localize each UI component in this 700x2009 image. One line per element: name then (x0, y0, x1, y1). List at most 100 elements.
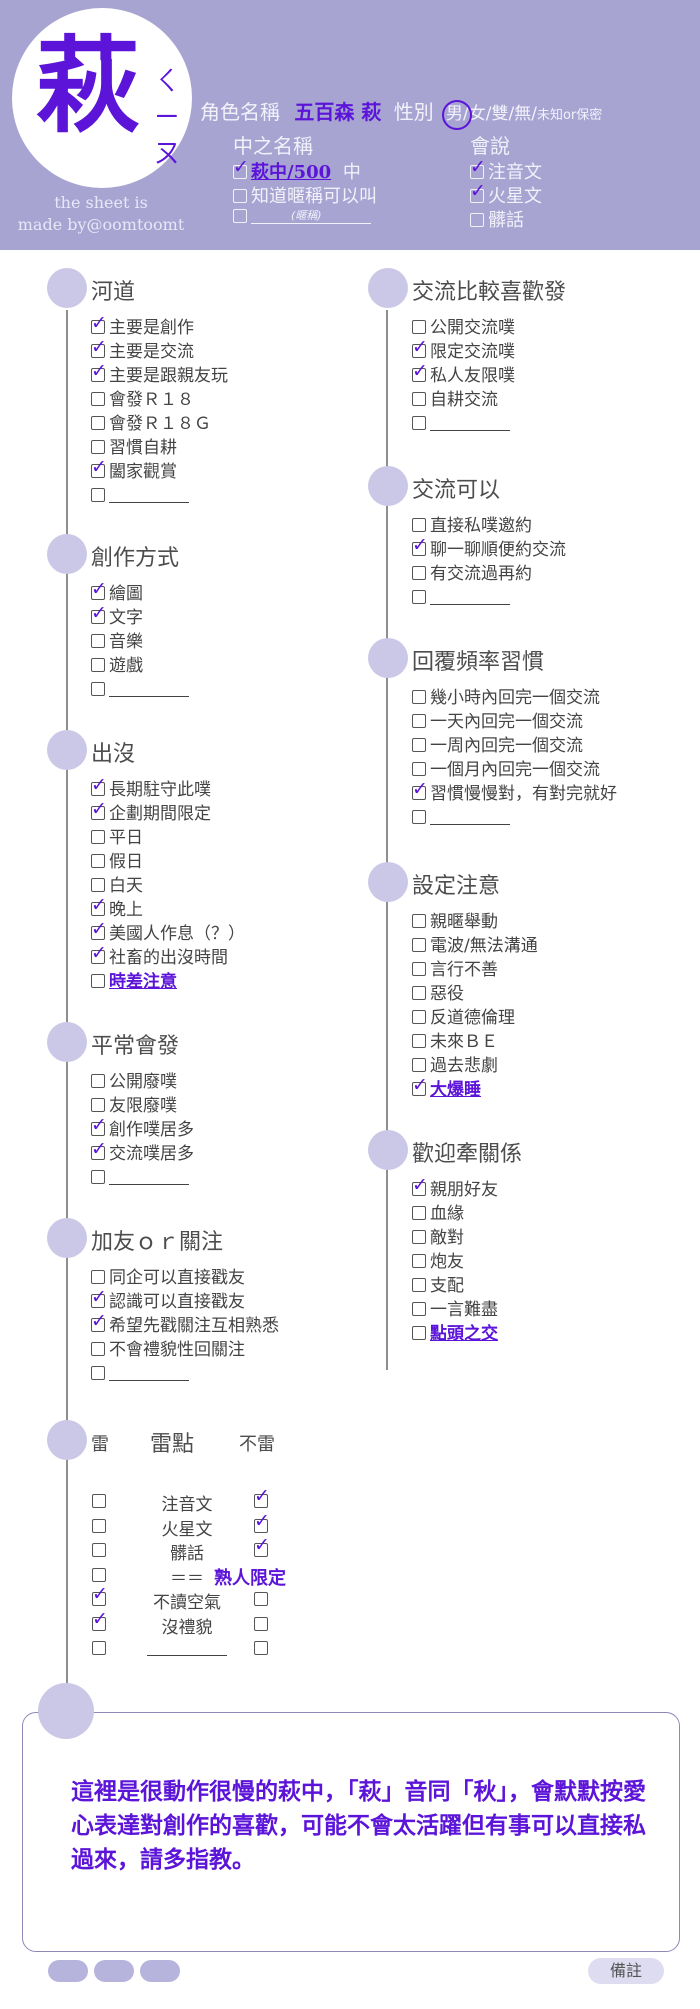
checkbox[interactable] (412, 1206, 426, 1220)
checkbox[interactable] (412, 810, 426, 824)
option-item[interactable] (91, 1166, 194, 1190)
option-item[interactable]: 未來ＢＥ (412, 1030, 538, 1054)
checkbox[interactable] (412, 392, 426, 406)
checkbox[interactable] (91, 335, 107, 359)
option-item[interactable]: 不會禮貌性回關注 (91, 1338, 279, 1362)
checkbox[interactable] (412, 1326, 426, 1340)
checkbox[interactable] (91, 440, 105, 454)
checkbox[interactable] (412, 533, 428, 557)
option-item[interactable]: 友限廢噗 (91, 1094, 194, 1118)
nickname-item[interactable]: 知道暱稱可以叫 (233, 182, 377, 208)
checkbox[interactable] (91, 917, 107, 941)
option-item[interactable]: 繪圖 (91, 577, 189, 606)
checkbox[interactable] (412, 962, 426, 976)
nickname-item[interactable]: (暱稱) (233, 206, 371, 227)
checkbox[interactable] (470, 180, 486, 203)
checkbox[interactable] (91, 854, 105, 868)
option-item[interactable]: 公開交流噗 (412, 316, 515, 340)
blank-field[interactable] (109, 682, 189, 697)
option-item[interactable]: 幾小時內回完一個交流 (412, 686, 617, 710)
checkbox[interactable] (412, 714, 426, 728)
option-item[interactable]: 聊一聊順便約交流 (412, 533, 566, 562)
checkbox[interactable] (412, 335, 428, 359)
checkbox[interactable] (412, 359, 428, 383)
option-item[interactable]: 點頭之交 (412, 1322, 498, 1346)
option-item[interactable]: 晚上 (91, 893, 245, 922)
page-pill[interactable] (48, 1960, 88, 1982)
checkbox[interactable] (412, 416, 426, 430)
checkbox[interactable] (91, 878, 105, 892)
checkbox[interactable] (91, 1137, 107, 1161)
mine-checkbox[interactable] (92, 1494, 106, 1508)
option-item[interactable]: 社畜的出沒時間 (91, 941, 245, 970)
option-item[interactable]: 一個月內回完一個交流 (412, 758, 617, 782)
checkbox[interactable] (412, 914, 426, 928)
option-item[interactable]: 會發Ｒ１８ (91, 388, 228, 412)
checkbox[interactable] (91, 974, 105, 988)
option-item[interactable]: 炮友 (412, 1250, 498, 1274)
option-item[interactable]: 白天 (91, 874, 245, 898)
option-item[interactable]: 假日 (91, 850, 245, 874)
option-item[interactable]: 會發Ｒ１８Ｇ (91, 412, 228, 436)
option-item[interactable]: 大爆睡 (412, 1073, 538, 1102)
option-item[interactable]: 同企可以直接戳友 (91, 1266, 279, 1290)
option-item[interactable] (412, 586, 566, 610)
option-item[interactable]: 一周內回完一個交流 (412, 734, 617, 758)
checkbox[interactable] (412, 566, 426, 580)
checkbox[interactable] (91, 893, 107, 917)
checkbox[interactable] (412, 1010, 426, 1024)
blank-field[interactable]: (暱稱) (251, 209, 371, 224)
checkbox[interactable] (91, 1170, 105, 1184)
option-item[interactable]: 過去悲劇 (412, 1054, 538, 1078)
option-item[interactable]: 交流噗居多 (91, 1137, 194, 1166)
checkbox[interactable] (91, 359, 107, 383)
option-item[interactable]: 言行不善 (412, 958, 538, 982)
blank-field[interactable] (109, 488, 189, 503)
checkbox[interactable] (412, 1254, 426, 1268)
checkbox[interactable] (91, 1309, 107, 1333)
option-item[interactable]: 主要是交流 (91, 335, 228, 364)
checkbox[interactable] (412, 762, 426, 776)
speak-item[interactable]: 髒話 (470, 206, 524, 232)
checkbox[interactable] (91, 1342, 105, 1356)
checkbox[interactable] (91, 577, 107, 601)
checkbox[interactable] (91, 601, 107, 625)
option-item[interactable]: 認識可以直接戳友 (91, 1285, 279, 1314)
checkbox[interactable] (233, 156, 249, 179)
option-item[interactable]: 反道德倫理 (412, 1006, 538, 1030)
blank-field[interactable] (147, 1641, 227, 1656)
mine-checkbox[interactable] (92, 1641, 106, 1655)
option-item[interactable]: 希望先戳關注互相熟悉 (91, 1309, 279, 1338)
not-mine-checkbox[interactable] (254, 1510, 270, 1533)
option-item[interactable]: 私人友限噗 (412, 359, 515, 388)
checkbox[interactable] (91, 941, 107, 965)
blank-field[interactable] (430, 810, 510, 825)
option-item[interactable]: 音樂 (91, 630, 189, 654)
blank-field[interactable] (430, 590, 510, 605)
blank-field[interactable] (430, 416, 510, 431)
checkbox[interactable] (470, 156, 486, 179)
checkbox[interactable] (412, 1173, 428, 1197)
mine-checkbox[interactable] (92, 1567, 106, 1582)
checkbox[interactable] (412, 1073, 428, 1097)
option-item[interactable]: 一言難盡 (412, 1298, 498, 1322)
option-item[interactable]: 習慣慢慢對，有對完就好 (412, 777, 617, 806)
checkbox[interactable] (412, 320, 426, 334)
not-mine-checkbox[interactable] (254, 1641, 268, 1655)
mine-checkbox[interactable] (92, 1543, 106, 1557)
speak-item[interactable]: 注音文 (470, 156, 542, 184)
checkbox[interactable] (91, 392, 105, 406)
blank-field[interactable] (109, 1366, 189, 1381)
option-item[interactable]: 長期駐守此噗 (91, 773, 245, 802)
checkbox[interactable] (412, 1034, 426, 1048)
not-mine-checkbox[interactable] (254, 1616, 268, 1631)
mine-checkbox[interactable] (92, 1608, 108, 1631)
option-item[interactable]: 遊戲 (91, 654, 189, 678)
option-item[interactable]: 主要是創作 (91, 311, 228, 340)
option-item[interactable]: 電波/無法溝通 (412, 934, 538, 958)
option-item[interactable]: 闔家觀賞 (91, 455, 228, 484)
checkbox[interactable] (91, 1074, 105, 1088)
checkbox[interactable] (412, 738, 426, 752)
checkbox[interactable] (91, 455, 107, 479)
checkbox[interactable] (91, 1113, 107, 1137)
